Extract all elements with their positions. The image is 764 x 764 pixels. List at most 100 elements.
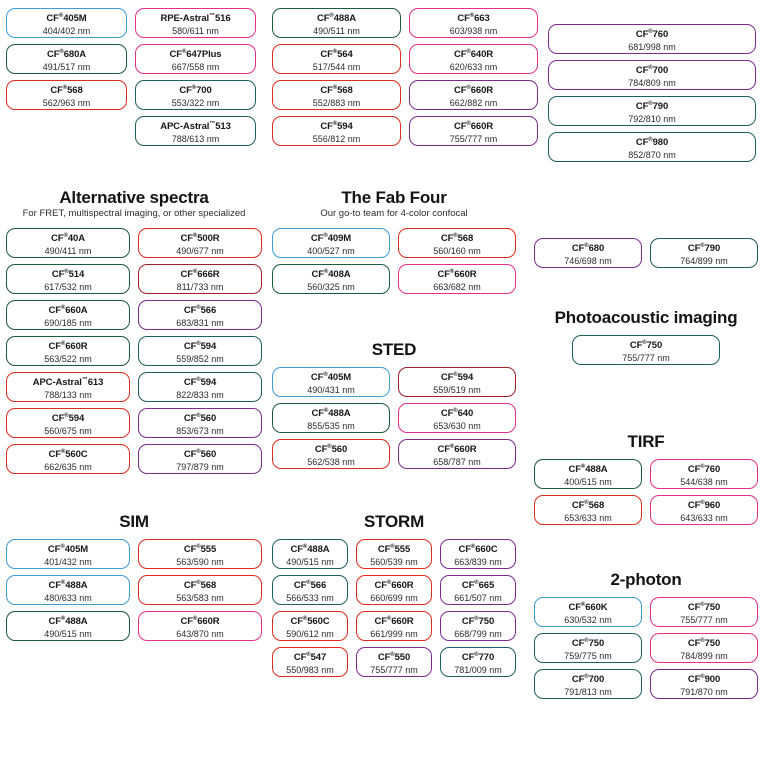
dye-name: CF®488A: [48, 616, 88, 628]
dye-name: CF®568: [320, 85, 353, 97]
section-title: 2-photon: [610, 570, 682, 589]
mark-glyph: ®: [449, 268, 455, 275]
dye-spectra: 552/883 nm: [312, 97, 361, 108]
mark-glyph: ®: [584, 638, 589, 645]
dye-name: CF®488A: [311, 408, 351, 420]
dye-name: CF®900: [687, 674, 721, 686]
mark-glyph: ®: [60, 580, 66, 587]
mark-glyph: ®: [323, 408, 329, 415]
dye-name: CF®980: [635, 137, 669, 149]
dye-spectra: 560/539 nm: [370, 556, 418, 567]
dye-spectra: 662/635 nm: [44, 461, 92, 472]
section-header: STED: [272, 340, 516, 359]
dye-spectra: 764/899 nm: [680, 255, 728, 266]
dye-name: CF®566: [183, 304, 217, 317]
dye-spectra: 663/839 nm: [454, 556, 502, 567]
dye-spectra: 480/633 nm: [44, 592, 92, 603]
dye-name: CF®660R: [437, 268, 477, 281]
dye-spectra: 784/899 nm: [680, 650, 728, 661]
section-title: TIRF: [627, 432, 665, 451]
mark-glyph: ®: [60, 304, 66, 311]
mark-glyph: ®: [60, 616, 66, 623]
dye-name: APC-Astral™613: [32, 376, 104, 389]
